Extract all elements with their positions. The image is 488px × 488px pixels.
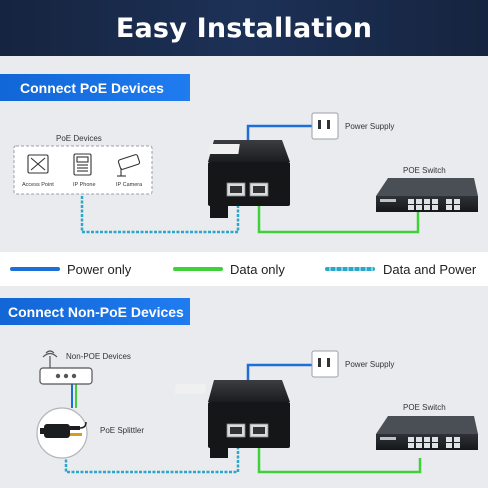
power-cable-1 (246, 124, 312, 140)
poe-switch-1 (376, 178, 478, 212)
access-point-icon (27, 154, 49, 174)
power-supply-label-1: Power Supply (345, 122, 395, 131)
power-supply-label-2: Power Supply (345, 360, 395, 369)
legend-data-power-line (325, 267, 375, 271)
non-poe-devices-label: Non-POE Devices (66, 352, 131, 361)
device-label-access-point: Access Point (22, 182, 54, 188)
data-power-cable-2 (64, 442, 240, 474)
data-cable-2 (257, 442, 422, 474)
ip-camera-icon (117, 154, 141, 177)
legend-data-label: Data only (230, 262, 285, 277)
header-banner: Easy Installation (0, 0, 488, 56)
poe-switch-label-1: POE Switch (403, 166, 446, 175)
data-cable-1 (257, 196, 420, 234)
device-label-ip-phone: IP Phone (73, 182, 96, 188)
legend-power-line (10, 267, 60, 271)
section-title-poe: Connect PoE Devices (0, 74, 190, 101)
device-label-ip-camera: IP Camera (116, 182, 143, 188)
page-title: Easy Installation (115, 12, 373, 44)
legend: Power only Data only Data and Power (0, 252, 488, 286)
poe-switch-2 (376, 416, 478, 450)
section-title-non-poe: Connect Non-PoE Devices (0, 298, 190, 325)
power-cable-2 (246, 363, 312, 380)
poe-splitter-label: PoE Splittler (100, 426, 145, 435)
legend-data-power-label: Data and Power (383, 262, 477, 277)
wall-outlet-icon-1 (311, 112, 339, 140)
poe-devices-label: PoE Devices (56, 134, 102, 143)
poe-injector-1 (208, 140, 290, 218)
poe-switch-label-2: POE Switch (403, 403, 446, 412)
poe-splitter-icon (36, 407, 88, 459)
router-icon (39, 350, 93, 385)
poe-injector-2 (174, 380, 290, 458)
wall-outlet-icon-2 (311, 350, 339, 378)
ip-phone-icon (73, 153, 92, 176)
legend-data-line (173, 267, 223, 271)
legend-power-label: Power only (67, 262, 132, 277)
data-power-cable-1 (80, 194, 240, 234)
